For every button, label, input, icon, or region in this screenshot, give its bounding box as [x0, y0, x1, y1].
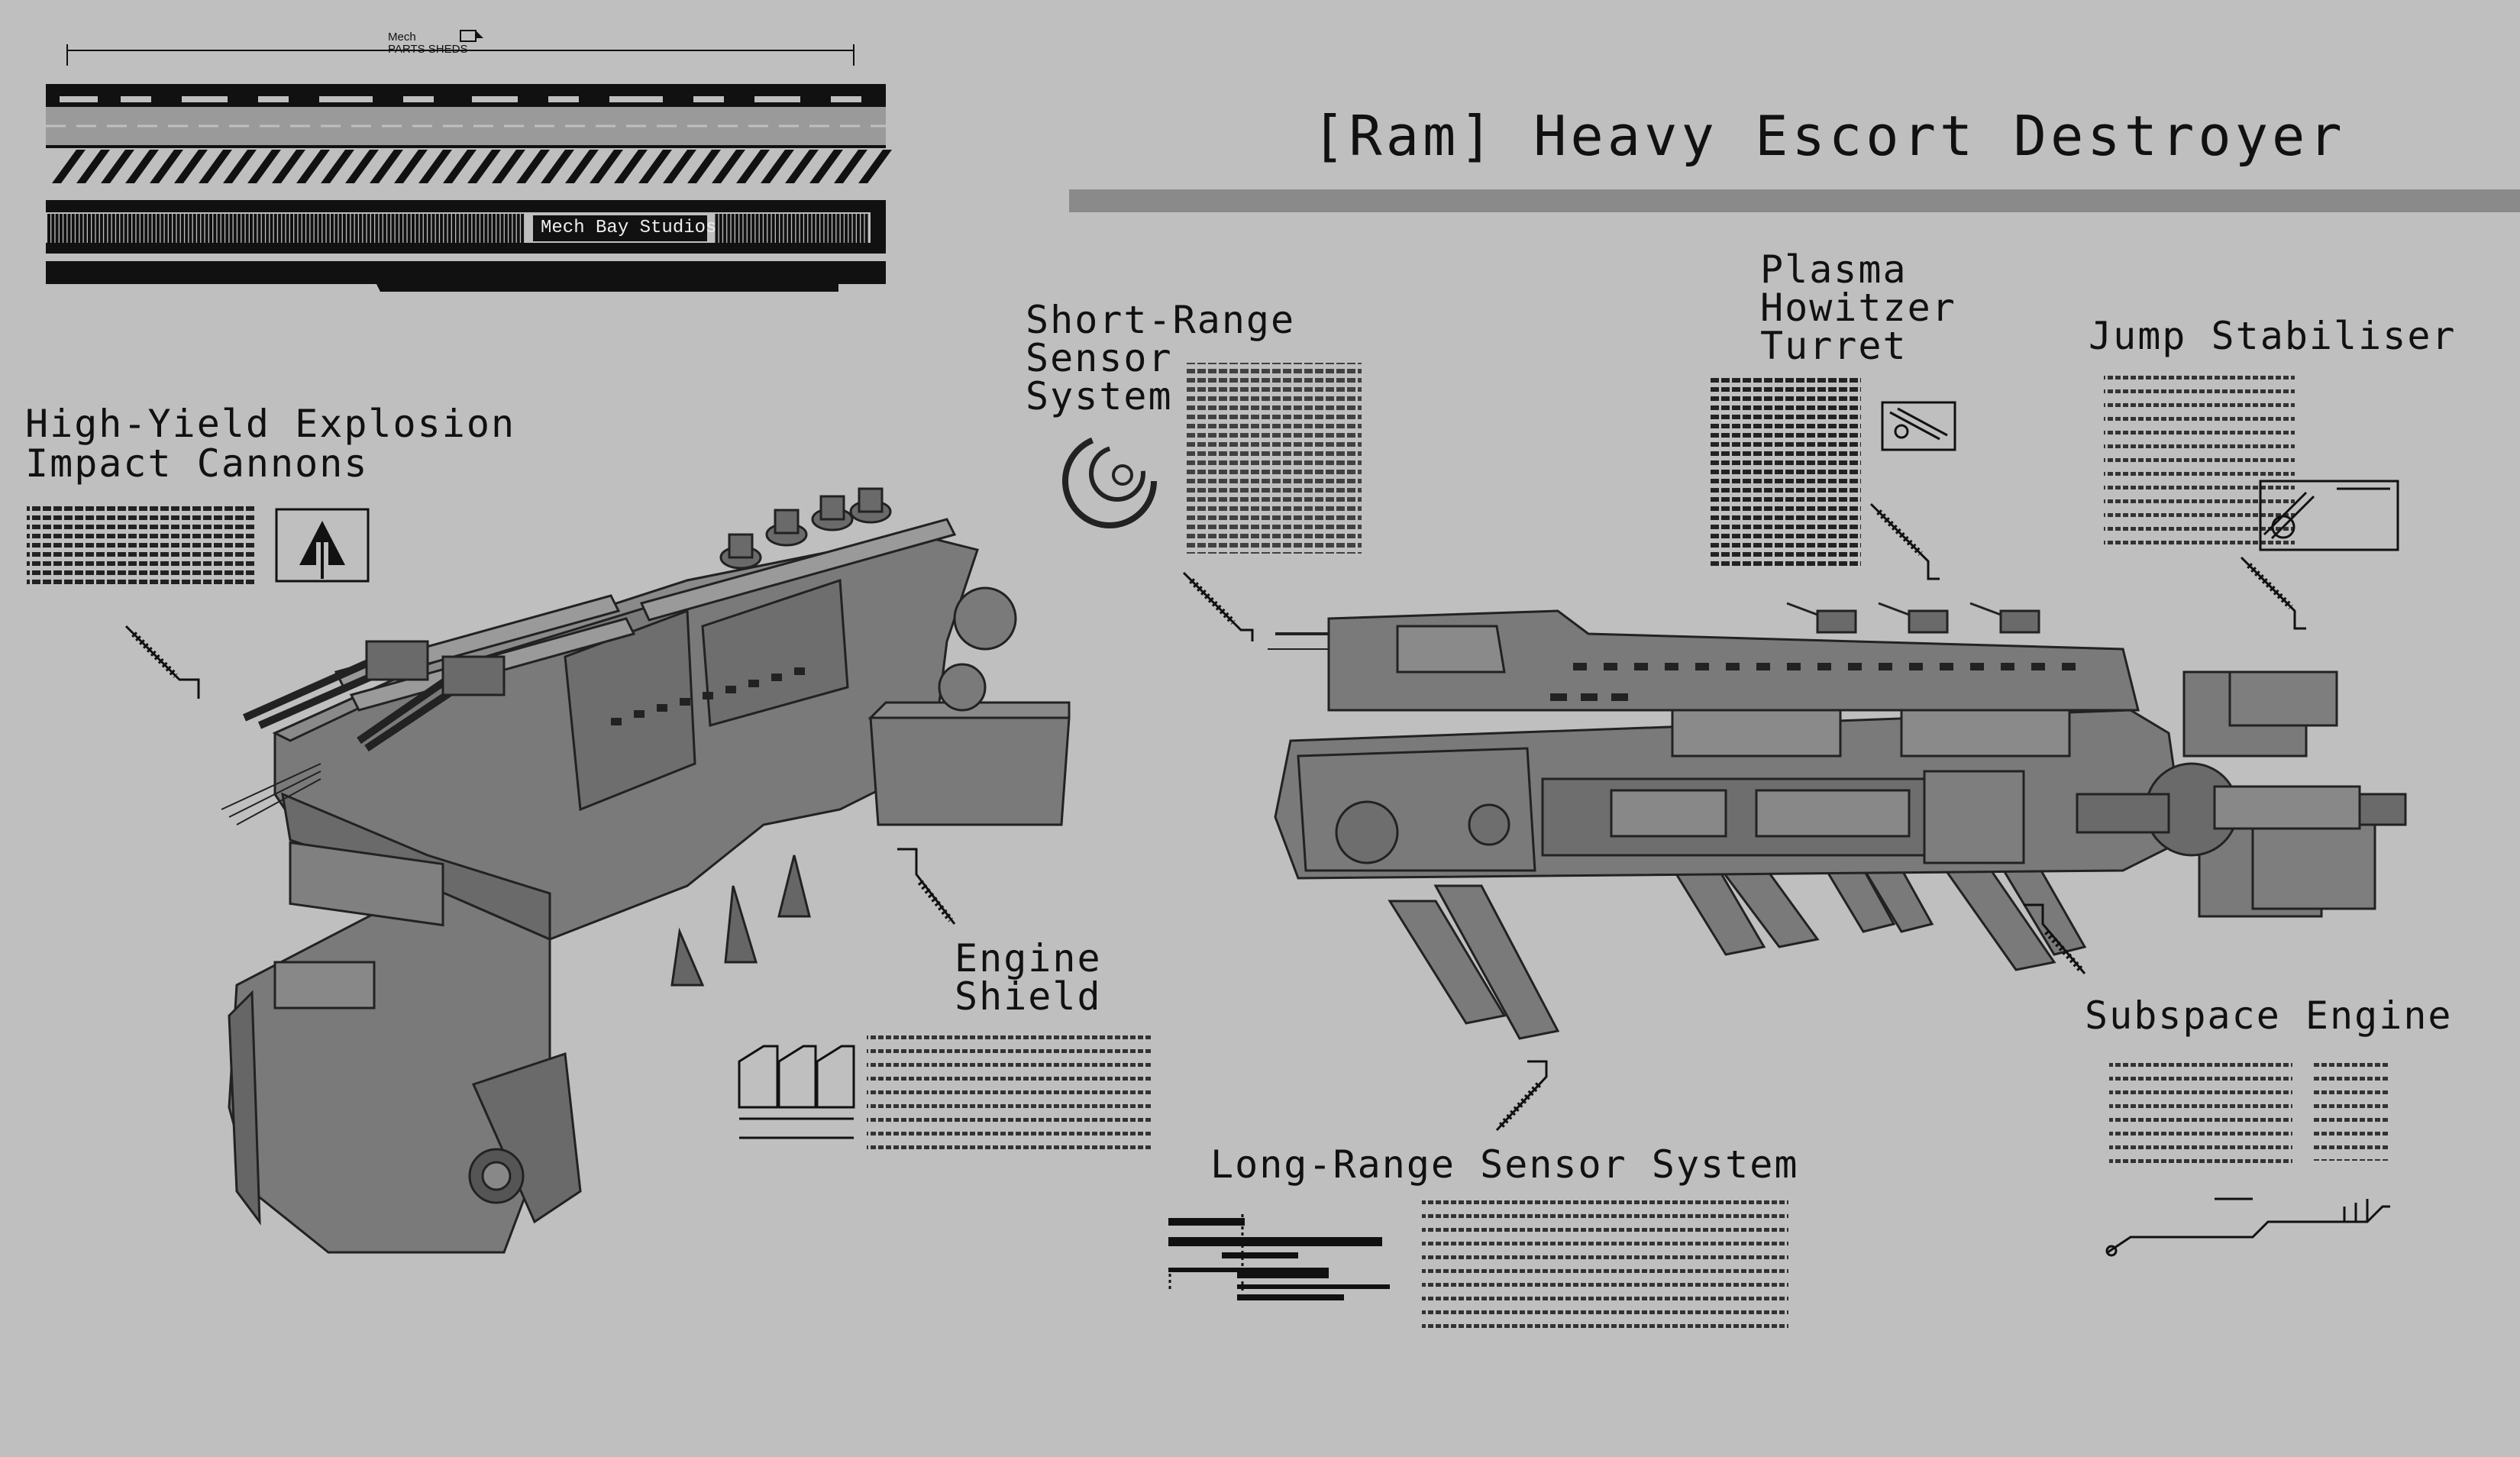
engine-shield-label-line-1: Engine [955, 936, 1102, 980]
stabiliser-schematic-icon [2259, 480, 2399, 551]
logo-slash-mark [174, 150, 208, 183]
logo-graphic [46, 30, 892, 292]
logo-slash-mark [345, 150, 379, 183]
logo-slash-mark [296, 150, 330, 183]
logo-slash-mark [52, 150, 86, 183]
logo-small-text-2: PARTS SHEDS [388, 43, 468, 56]
turret-schematic-icon [1881, 401, 1956, 451]
engine-shield-label-line-2: Shield [955, 974, 1102, 1019]
logo-slash-mark [467, 150, 501, 183]
howitzer-label-line-1: Plasma [1760, 247, 1908, 292]
cannons-label-line-2: Impact Cannons [25, 441, 369, 486]
howitzer-label-line-2: Howitzer [1760, 286, 1956, 330]
logo-slash-mark [590, 150, 623, 183]
logo-slash-mark [150, 150, 183, 183]
destroyer-perspective-view [221, 487, 1071, 1254]
engine-shield-text-block [867, 1031, 1153, 1153]
logo-slash-mark [418, 150, 452, 183]
long-sensor-label: Long-Range Sensor System [1210, 1142, 1799, 1187]
logo-slash-mark [321, 150, 354, 183]
studio-logo: Mech PARTS SHEDS Mech Bay Studios [44, 27, 892, 295]
howitzer-text-block [1708, 378, 1861, 569]
cannons-label-line-1: High-Yield Explosion [25, 402, 516, 446]
subspace-text-block [2109, 1054, 2292, 1168]
cannons-text-block [27, 504, 256, 586]
logo-slash-mark [858, 150, 892, 183]
long-sensor-graph [1168, 1214, 1390, 1300]
logo-slash-mark [785, 150, 819, 183]
howitzer-label-line-3: Turret [1760, 324, 1908, 368]
logo-slash-mark [223, 150, 257, 183]
logo-slash-mark [272, 150, 305, 183]
jump-text-block [2104, 374, 2295, 550]
logo-slash-mark [565, 150, 599, 183]
shield-panel-icon [738, 1045, 855, 1139]
jump-stabiliser-label: Jump Stabiliser [2089, 314, 2457, 358]
callout-lines [124, 502, 2306, 1132]
logo-slash-mark [125, 150, 159, 183]
short-sensor-label-line-2: Sensor [1026, 336, 1173, 380]
logo-slash-mark [516, 150, 550, 183]
radar-icon [1062, 434, 1157, 528]
up-arrow-icon [275, 508, 370, 583]
logo-slash-mark [663, 150, 696, 183]
logo-slash-mark [809, 150, 843, 183]
destroyer-side-view [1268, 602, 2407, 1040]
logo-slash-mark [834, 150, 867, 183]
short-sensor-label-line-3: System [1026, 374, 1173, 418]
logo-small-text-1: Mech [388, 31, 416, 44]
long-sensor-text-block [1422, 1199, 1788, 1329]
subspace-text-block-2 [2314, 1054, 2390, 1161]
title-rule [1069, 189, 2520, 212]
logo-slash-mark [76, 150, 110, 183]
subspace-engine-label: Subspace Engine [2085, 993, 2453, 1038]
logo-slash-mark [638, 150, 672, 183]
logo-slash-mark [712, 150, 745, 183]
logo-slash-mark [199, 150, 232, 183]
logo-slash-mark [614, 150, 648, 183]
logo-slash-mark [492, 150, 525, 183]
circuit-icon [2105, 1197, 2390, 1257]
logo-slash-mark [687, 150, 721, 183]
logo-slash-mark [394, 150, 428, 183]
logo-slash-mark [101, 150, 134, 183]
short-sensor-label-line-1: Short-Range [1026, 298, 1296, 342]
short-sensor-text-block [1186, 363, 1362, 554]
logo-slash-mark [443, 150, 477, 183]
logo-slash-mark [541, 150, 574, 183]
logo-slash-mark [761, 150, 794, 183]
logo-slash-mark [247, 150, 281, 183]
logo-slash-mark [370, 150, 403, 183]
studio-name: Mech Bay Studios [541, 218, 717, 238]
page-title: [Ram] Heavy Escort Destroyer [1312, 104, 2346, 168]
logo-slash-mark [736, 150, 770, 183]
